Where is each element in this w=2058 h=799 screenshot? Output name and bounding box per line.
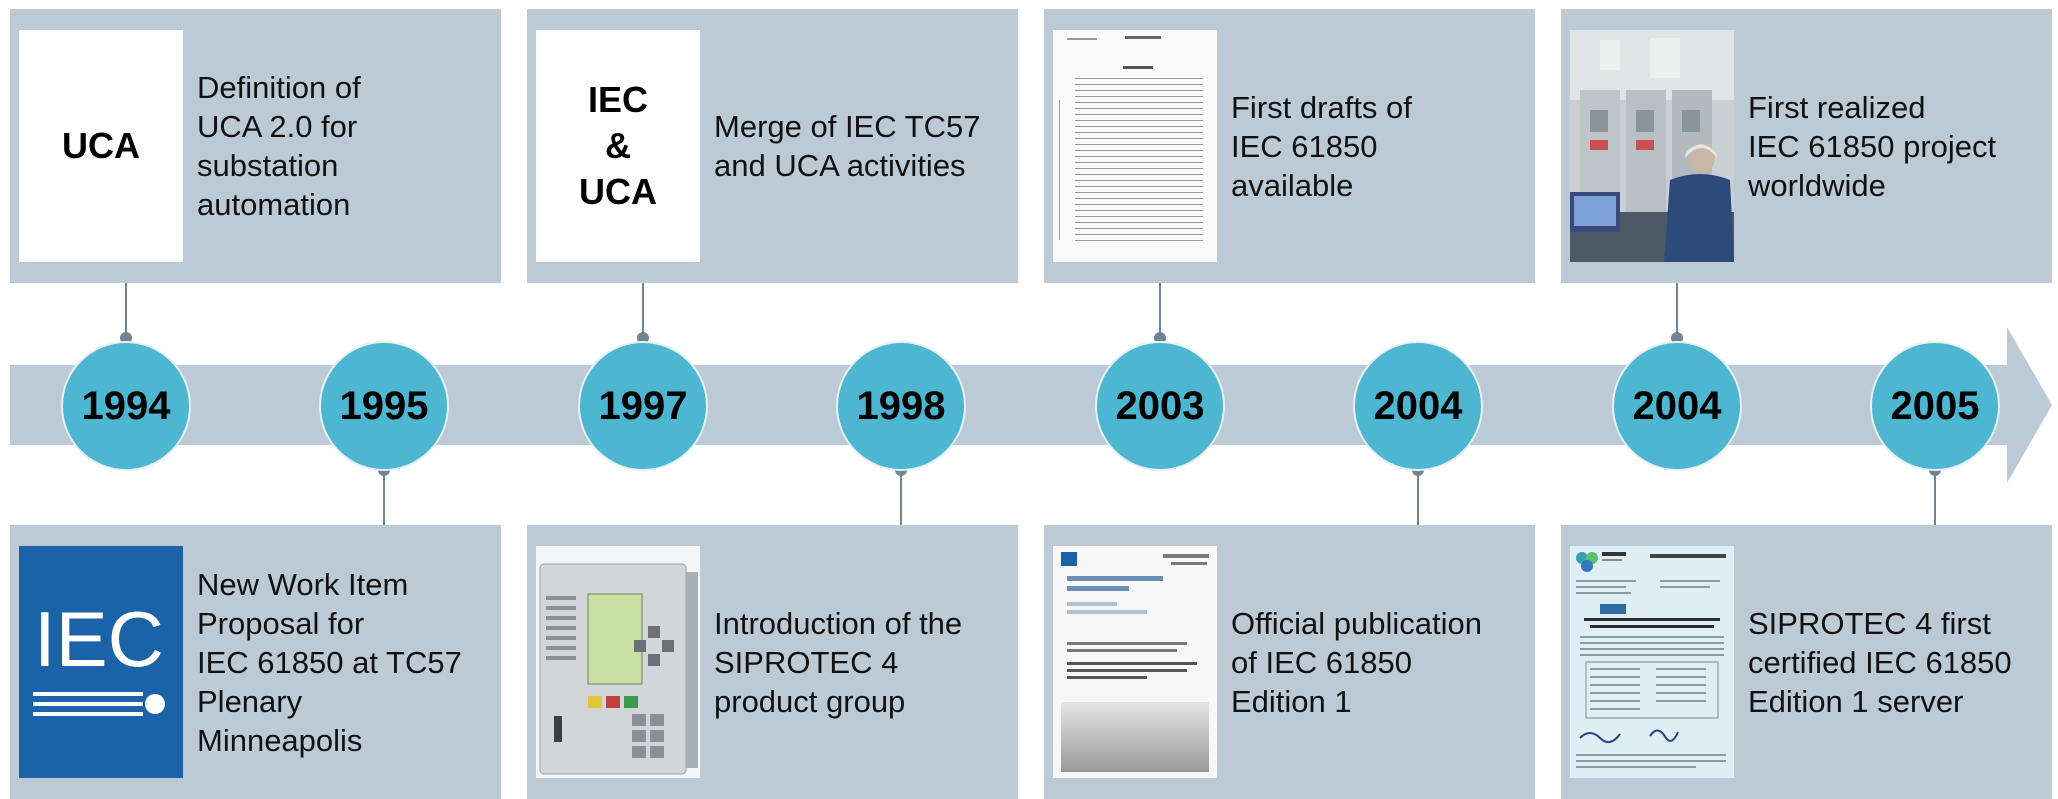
connector-1995 [383, 470, 385, 525]
connector-1998 [900, 470, 902, 525]
year-circle-2004-publication: 2004 [1353, 341, 1483, 471]
milestone-text-1998: Introduction of the SIPROTEC 4 product g… [714, 605, 963, 719]
milestone-card-1995: IEC New Work Item Proposal for IEC 61850… [10, 525, 501, 799]
uca-label-box: UCA [19, 30, 183, 262]
engineer-substation-photo-icon [1570, 30, 1734, 262]
milestone-text-2004-project: First realized IEC 61850 project worldwi… [1748, 89, 1997, 203]
uca-certificate-thumbnail-icon [1570, 546, 1734, 778]
milestone-text-2004-publication: Official publication of IEC 61850 Editio… [1231, 605, 1483, 719]
milestone-text-1997: Merge of IEC TC57 and UCA activities [714, 109, 981, 183]
connector-2003 [1159, 283, 1161, 339]
connector-2004-publication [1417, 470, 1419, 525]
iec-logo-text: IEC [34, 595, 164, 683]
milestone-text-1995: New Work Item Proposal for IEC 61850 at … [197, 566, 462, 758]
milestone-text-1994: Definition of UCA 2.0 for substation aut… [197, 70, 361, 222]
timeline-arrowhead [2007, 327, 2052, 483]
year-circle-1997: 1997 [578, 341, 708, 471]
year-circle-2004-project: 2004 [1612, 341, 1742, 471]
iec-uca-label-box: IEC & UCA [536, 30, 700, 262]
milestone-card-2003: First drafts of IEC 61850 available [1044, 9, 1535, 283]
year-circle-1994: 1994 [61, 341, 191, 471]
year-circle-1995: 1995 [319, 341, 449, 471]
year-circle-1998: 1998 [836, 341, 966, 471]
connector-2005 [1934, 470, 1936, 525]
iec-uca-label: IEC & UCA [579, 79, 657, 212]
siprotec-device-photo-icon [536, 546, 700, 778]
connector-1994 [125, 283, 127, 339]
year-circle-2003: 2003 [1095, 341, 1225, 471]
milestone-card-1997: IEC & UCA Merge of IEC TC57 and UCA acti… [527, 9, 1018, 283]
document-toc-thumbnail-icon [1053, 30, 1217, 262]
milestone-card-2004-project: First realized IEC 61850 project worldwi… [1561, 9, 2052, 283]
iec-standard-cover-icon [1053, 546, 1217, 778]
year-circle-2005: 2005 [1870, 341, 2000, 471]
connector-1997 [642, 283, 644, 339]
milestone-card-2004-publication: Official publication of IEC 61850 Editio… [1044, 525, 1535, 799]
milestone-card-2005: SIPROTEC 4 first certified IEC 61850 Edi… [1561, 525, 2052, 799]
milestone-card-1998: Introduction of the SIPROTEC 4 product g… [527, 525, 1018, 799]
milestone-text-2005: SIPROTEC 4 first certified IEC 61850 Edi… [1748, 605, 2012, 719]
uca-label: UCA [62, 125, 140, 166]
connector-2004-project [1676, 283, 1678, 339]
milestone-card-1994: UCA Definition of UCA 2.0 for substation… [10, 9, 501, 283]
iec-logo-icon: IEC [19, 546, 183, 778]
milestone-text-2003: First drafts of IEC 61850 available [1231, 89, 1412, 203]
